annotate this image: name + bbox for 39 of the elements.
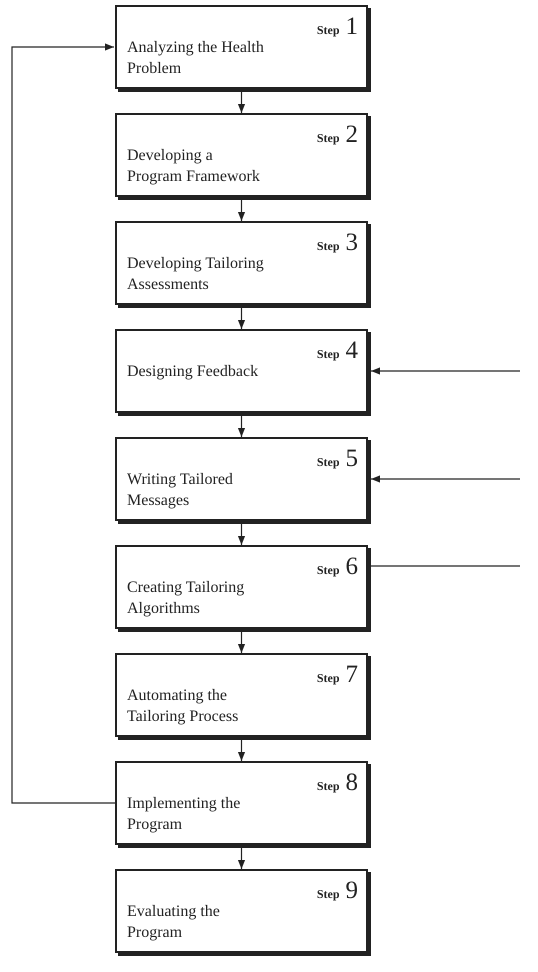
step-box: [115, 545, 368, 629]
step-title: Automating the Tailoring Process: [127, 686, 240, 727]
step-number: Step 3: [316, 229, 358, 257]
arrow: [371, 475, 520, 483]
step-title: Developing a Program Framework: [127, 146, 261, 187]
arrow: [11, 43, 115, 804]
connector-line: [371, 565, 520, 567]
step-number: Step 8: [316, 769, 358, 797]
arrow: [238, 523, 246, 545]
step-number: Step 7: [316, 661, 358, 689]
arrow: [238, 739, 246, 761]
arrow: [238, 847, 246, 869]
step-number: Step 5: [316, 445, 358, 473]
arrow: [371, 367, 520, 375]
step-title: Analyzing the Health Problem: [127, 38, 265, 79]
step-title: Designing Feedback: [127, 362, 260, 382]
step-box: [115, 437, 368, 521]
step-box: [115, 113, 368, 197]
arrow: [238, 91, 246, 113]
step-title: Developing Tailoring Assessments: [127, 254, 265, 295]
step-box: [115, 329, 368, 413]
step-box: [115, 221, 368, 305]
step-title: Implementing the Program: [127, 794, 242, 835]
step-number: Step 4: [316, 337, 358, 365]
step-box: [115, 761, 368, 845]
step-number: Step 2: [316, 121, 358, 149]
arrow: [238, 631, 246, 653]
step-title: Creating Tailoring Algorithms: [127, 578, 246, 619]
step-number: Step 1: [316, 13, 358, 41]
arrow: [238, 199, 246, 221]
step-box: [115, 5, 368, 89]
arrow: [238, 307, 246, 329]
step-title: Writing Tailored Messages: [127, 470, 234, 511]
step-box: [115, 869, 368, 953]
step-number: Step 9: [316, 877, 358, 905]
step-title: Evaluating the Program: [127, 902, 221, 943]
step-number: Step 6: [316, 553, 358, 581]
step-box: [115, 653, 368, 737]
arrow: [238, 415, 246, 437]
